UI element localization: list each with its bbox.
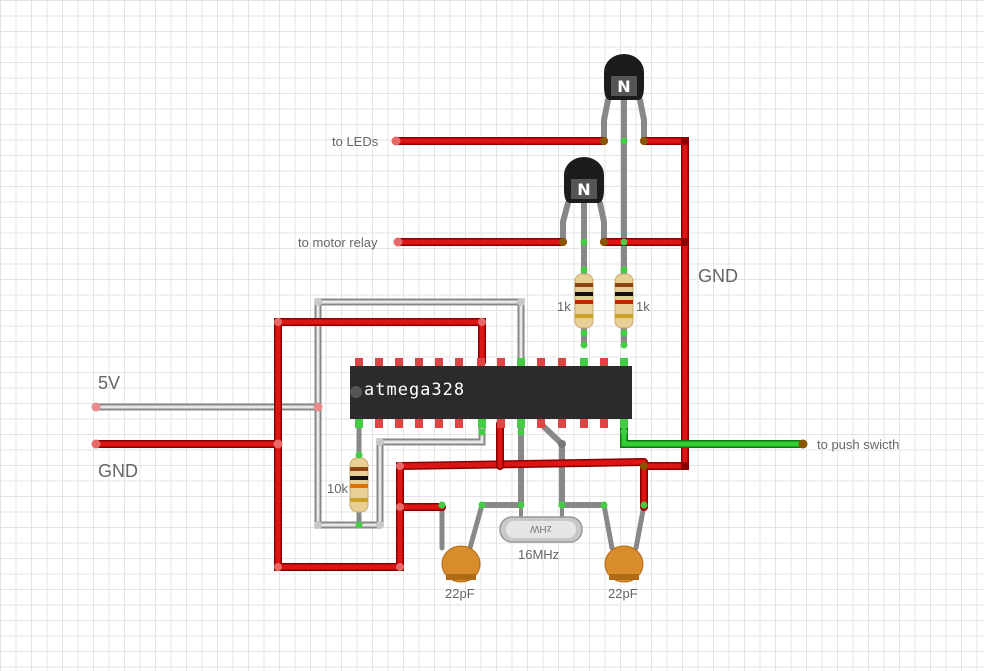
label-crystal: 16MHz [518,547,560,562]
atmega328-chip[interactable] [350,358,632,428]
resistor-1k-left[interactable] [574,273,594,329]
chip-top-pins [355,358,628,367]
label-to-push-switch: to push swicth [817,437,900,452]
crystal-marking: zHW [530,523,552,534]
transistor-top[interactable]: N [604,54,644,100]
label-cap-right: 22pF [608,586,638,601]
chip-bottom-pins [355,419,628,428]
label-to-leds: to LEDs [332,134,379,149]
label-cap-left: 22pF [445,586,475,601]
label-to-motor-relay: to motor relay [298,235,378,250]
transistor-bottom-mark: N [577,180,590,199]
crystal-16mhz[interactable] [499,516,583,543]
wire-to-push-switch[interactable] [620,420,807,448]
label-gnd-right: GND [698,266,738,286]
transistor-top-mark: N [617,77,630,96]
resistor-10k[interactable] [349,457,369,513]
label-res-1k-right: 1k [636,299,650,314]
label-5v: 5V [98,373,121,393]
transistor-bottom[interactable]: N [564,157,604,203]
chip-label: atmega328 [364,380,466,400]
capacitor-22pf-right[interactable] [604,545,644,583]
wire-endpoints [91,136,808,571]
label-gnd-left: GND [98,461,138,481]
label-res-10k: 10k [327,481,348,496]
resistor-1k-right[interactable] [614,273,634,329]
wire-gnd-right[interactable] [600,137,689,470]
capacitor-22pf-left[interactable] [441,545,481,583]
connection-dots [355,137,648,529]
label-res-1k-left: 1k [557,299,571,314]
